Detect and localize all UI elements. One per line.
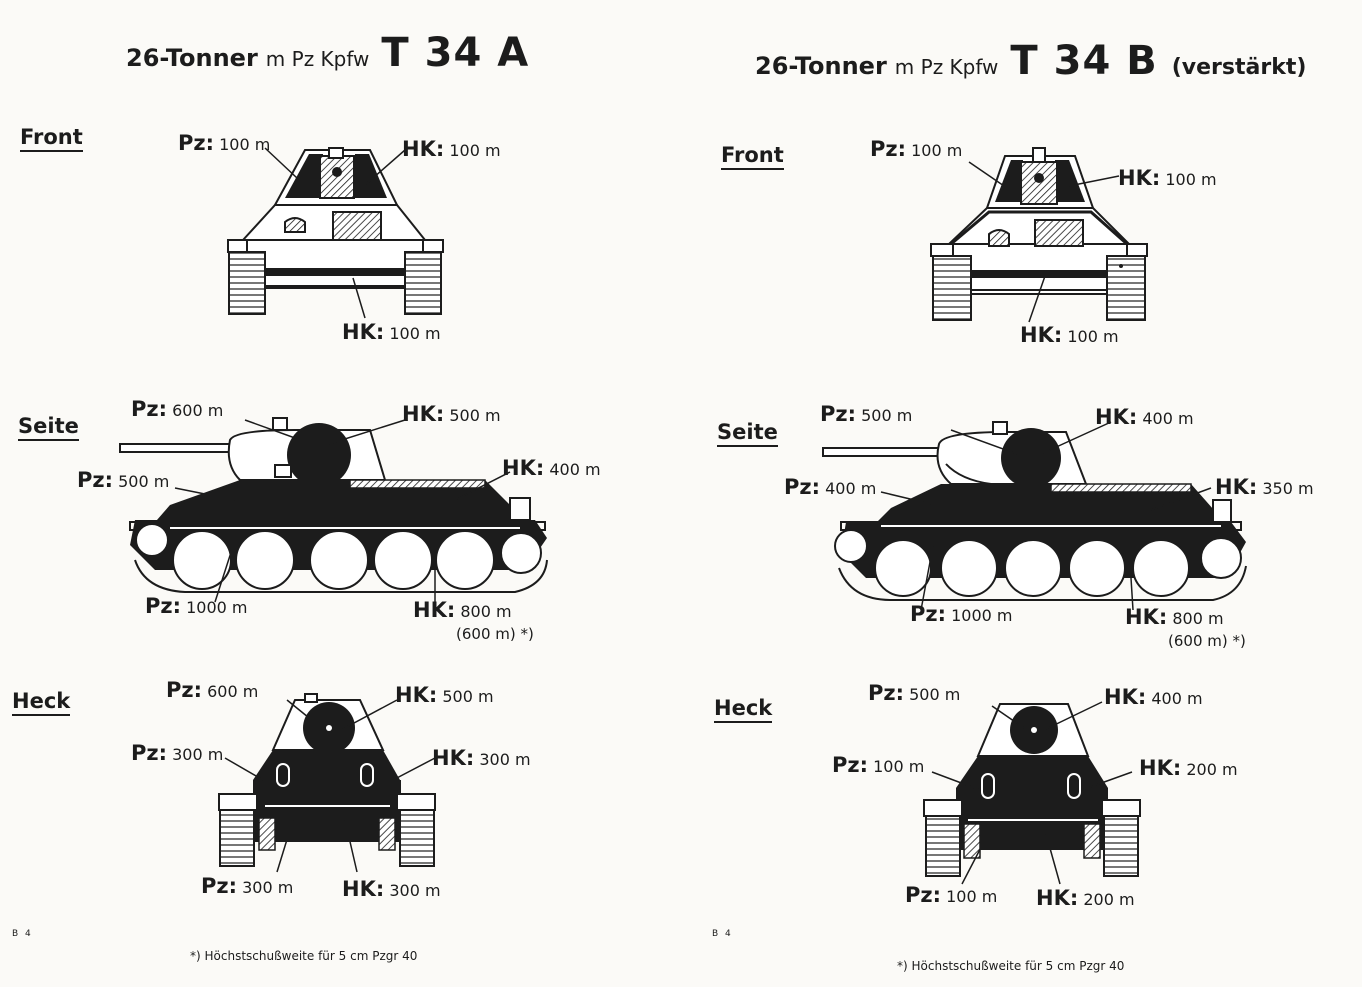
tank-side-icon xyxy=(119,417,548,603)
side-pz-lower-label: Pz: 1000 m xyxy=(910,602,1013,626)
rear-heading: Heck xyxy=(12,689,71,716)
title-note: (verstärkt) xyxy=(1171,55,1307,80)
rear-hk-upper-label: HK: 200 m xyxy=(1139,756,1238,780)
page-code: B 4 xyxy=(712,929,733,939)
rear-hk-lower-label: HK: 200 m xyxy=(1036,886,1135,910)
title-tonnage: 26-Tonner xyxy=(755,52,887,80)
page-t34b: 26-Tonner m Pz Kpfw T 34 B (verstärkt) Fron… xyxy=(681,0,1362,987)
side-pz-turret-label: Pz: 600 m xyxy=(131,397,224,421)
side-hk-turret-label: HK: 400 m xyxy=(1095,405,1194,429)
tank-rear-icon xyxy=(923,701,1141,885)
rear-pz-turret-label: Pz: 500 m xyxy=(868,681,961,705)
front-hk-hull-label: HK: 100 m xyxy=(342,320,441,344)
title-type: m Pz Kpfw xyxy=(265,47,370,71)
front-hk-turret-label: HK: 100 m xyxy=(402,137,501,161)
side-hk-upper-label: HK: 350 m xyxy=(1215,475,1314,499)
front-hk-hull-label: HK: 100 m xyxy=(1020,323,1119,347)
side-hk-upper-label: HK: 400 m xyxy=(502,456,601,480)
rear-hk-turret-label: HK: 400 m xyxy=(1104,685,1203,709)
rear-hk-lower-label: HK: 300 m xyxy=(342,877,441,901)
page-code: B 4 xyxy=(12,929,33,939)
title-type: m Pz Kpfw xyxy=(894,55,999,79)
rear-pz-upper-label: Pz: 100 m xyxy=(832,753,925,777)
page-title: 26-Tonner m Pz Kpfw T 34 A xyxy=(126,30,529,76)
footnote: *) Höchstschußweite für 5 cm Pzgr 40 xyxy=(897,959,1125,973)
side-hk-lower-alt: (600 m) *) xyxy=(1168,632,1246,650)
rear-pz-upper-label: Pz: 300 m xyxy=(131,741,224,765)
rear-heading: Heck xyxy=(714,696,773,723)
side-hk-lower-alt: (600 m) *) xyxy=(456,625,534,643)
rear-hk-upper-label: HK: 300 m xyxy=(432,746,531,770)
title-tonnage: 26-Tonner xyxy=(126,44,258,72)
side-hk-lower-label: HK: 800 m xyxy=(1125,605,1224,629)
side-pz-lower-label: Pz: 1000 m xyxy=(145,594,248,618)
rear-pz-lower-label: Pz: 300 m xyxy=(201,874,294,898)
front-hk-turret-label: HK: 100 m xyxy=(1118,166,1217,190)
page-t34a: 26-Tonner m Pz Kpfw T 34 A Front Pz: 100 m… xyxy=(12,30,601,963)
tank-rear-icon xyxy=(218,693,436,873)
rear-pz-turret-label: Pz: 600 m xyxy=(166,678,259,702)
side-heading: Seite xyxy=(18,414,79,441)
page-title: 26-Tonner m Pz Kpfw T 34 B (verstärkt) xyxy=(755,38,1306,84)
side-pz-turret-label: Pz: 500 m xyxy=(820,402,913,426)
side-hk-turret-label: HK: 500 m xyxy=(402,402,501,426)
title-model: T 34 A xyxy=(381,30,530,76)
rear-pz-lower-label: Pz: 100 m xyxy=(905,883,998,907)
front-pz-turret-label: Pz: 100 m xyxy=(870,137,963,161)
tank-front-icon xyxy=(930,147,1148,323)
footnote: *) Höchstschußweite für 5 cm Pzgr 40 xyxy=(190,949,418,963)
side-pz-upper-label: Pz: 500 m xyxy=(77,468,170,492)
title-model: T 34 B xyxy=(1010,38,1158,84)
side-heading: Seite xyxy=(717,420,778,447)
tank-front-icon xyxy=(227,147,444,319)
tank-side-icon xyxy=(822,421,1247,611)
side-pz-upper-label: Pz: 400 m xyxy=(784,475,877,499)
front-heading: Front xyxy=(20,125,83,152)
front-pz-turret-label: Pz: 100 m xyxy=(178,131,271,155)
rear-hk-turret-label: HK: 500 m xyxy=(395,683,494,707)
side-hk-lower-label: HK: 800 m xyxy=(413,598,512,622)
front-heading: Front xyxy=(721,143,784,170)
